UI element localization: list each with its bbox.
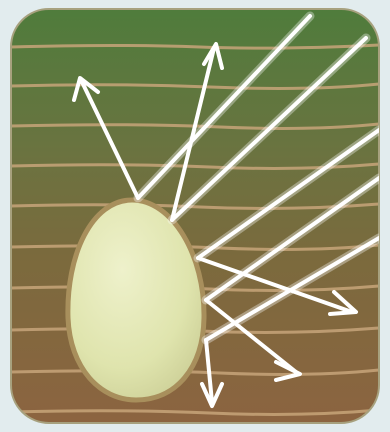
egg-light-illustration [0,0,390,432]
